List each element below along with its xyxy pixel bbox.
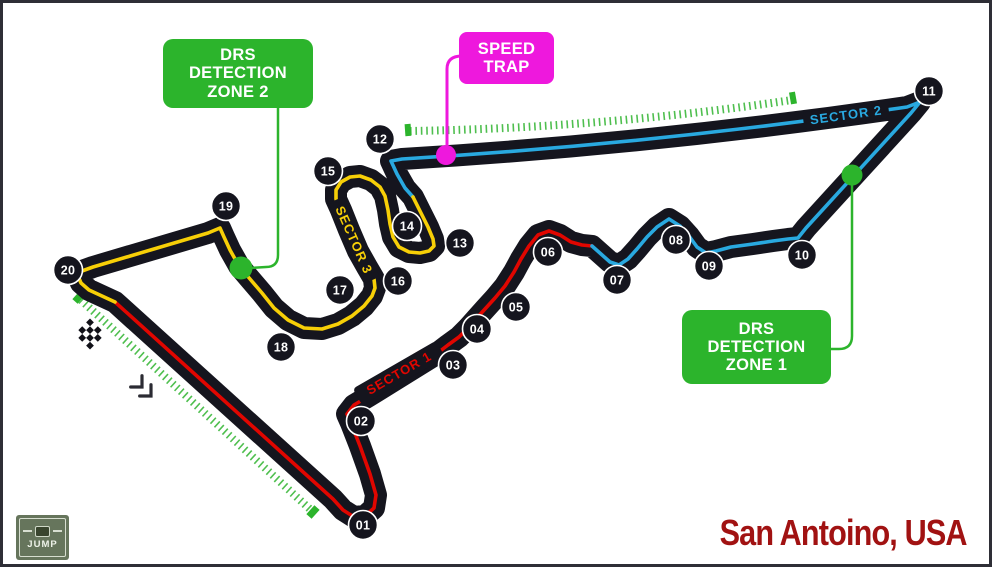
turn-marker [52,254,84,286]
callout-line: DETECTION [707,337,806,356]
checkered-flag-icon [78,318,102,350]
drs-dash-endcap [789,91,797,105]
callout-line: SPEED [477,39,536,58]
callout-line: DRS [220,46,256,65]
turn-number: 07 [610,273,625,287]
direction-arrows-icon [129,374,153,398]
sector2-chip-bg [802,101,890,129]
turn-marker [210,190,242,222]
turn-number: 03 [446,358,461,372]
dash-decoration [53,530,62,532]
turn-marker [461,313,493,345]
turn-marker [347,509,379,541]
turn-number: 14 [400,219,415,233]
jump-button-icon-row [23,525,62,537]
turn-number: 12 [373,132,388,146]
turn-number: 08 [669,233,684,247]
jump-button[interactable]: JUMP [16,515,69,560]
callout-line: ZONE 1 [725,356,788,375]
turn-marker [391,210,423,242]
turn-number: 19 [219,199,234,213]
jump-button-frame: JUMP [19,518,66,557]
sector3-chip: SECTOR 3 [329,197,379,283]
turn-number: 17 [333,283,348,297]
turn-marker [660,224,692,256]
turn-marker [601,264,633,296]
turn-number: 10 [795,248,810,262]
turn-marker [345,405,377,437]
turn-number: 05 [509,300,524,314]
screen-icon [35,525,50,537]
callout-line: DETECTION [188,64,288,83]
turn-number: 11 [922,84,936,98]
turn-marker [786,239,818,271]
sector1-chip-bg [354,342,444,404]
turn-marker [324,274,356,306]
turn-number: 09 [702,259,717,273]
turn-number: 15 [321,164,336,178]
jump-button-label: JUMP [27,538,58,550]
turn-marker [500,291,532,323]
sector1-chip: SECTOR 1 [354,342,444,404]
dash-decoration [23,530,32,532]
circuit-map: SECTOR 1 SECTOR 2 SECTOR 3 [52,54,945,541]
drs1-detection-dot [841,164,863,186]
turn-marker [265,331,297,363]
turn-markers: 01 02 03 04 05 06 07 08 09 10 11 12 13 14 15 16 17 18 19 20 [52,75,945,541]
turn-marker [312,155,344,187]
drs-detection-zone-1-callout: DRS DETECTION ZONE 1 [682,310,831,384]
turn-number: 04 [470,322,485,336]
drs2-detection-dot [229,256,253,280]
turn-marker [532,236,564,268]
drs-dash-endcap [306,505,320,519]
turn-marker [444,227,476,259]
turn-marker [364,123,396,155]
turn-marker [693,250,725,282]
turn-number: 16 [391,274,406,288]
drs2-connector-line [250,107,280,270]
turn-number: 02 [354,414,369,428]
turn-marker [382,265,414,297]
turn-marker [913,75,945,107]
turn-number: 20 [61,263,76,277]
turn-number: 01 [356,518,371,532]
drs-detection-zone-2-callout: DRS DETECTION ZONE 2 [163,39,313,108]
drs-dashes-main-straight [78,297,315,514]
callout-line: TRAP [483,58,530,76]
turn-number: 18 [274,340,289,354]
turn-number: 13 [453,236,468,250]
drs-dash-endcap [404,123,412,137]
location-caption: San Antoino, USA [719,512,968,553]
turn-number: 06 [541,245,556,259]
sector1-line [113,229,594,519]
turn-marker [437,349,469,381]
sector3-chip-bg [329,197,379,283]
drs1-connector-line [831,185,854,351]
callout-line: ZONE 2 [207,82,269,101]
speed-trap-dot [436,145,456,165]
callout-line: DRS [738,319,775,338]
speed-trap-callout: SPEED TRAP [459,32,554,84]
